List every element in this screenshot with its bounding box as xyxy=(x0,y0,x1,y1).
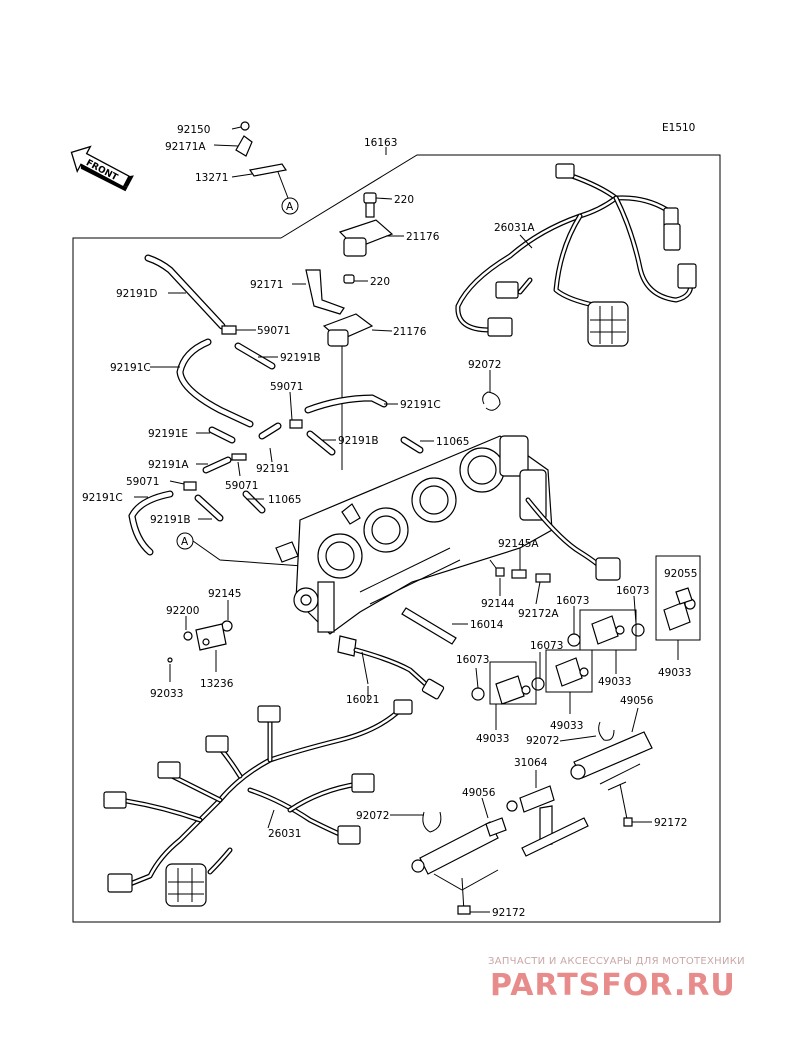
label-92191E: 92191E xyxy=(148,428,188,440)
tee-fittings xyxy=(183,325,303,491)
label-49033-c: 49033 xyxy=(550,720,583,732)
label-49033-a: 49033 xyxy=(658,667,691,679)
assembly-boundary xyxy=(72,154,721,923)
watermark-brand: PARTSFOR.RU xyxy=(490,968,736,1003)
label-26031: 26031 xyxy=(268,828,301,840)
label-92172A: 92172A xyxy=(518,608,559,620)
wire-harness-upper xyxy=(455,163,697,581)
label-16073-c: 16073 xyxy=(530,640,563,652)
label-220-lower: 220 xyxy=(370,276,390,288)
ref-marker-text: A xyxy=(286,201,294,213)
label-92191C-b: 92191C xyxy=(400,399,441,411)
label-16073-d: 16073 xyxy=(456,654,489,666)
label-220-upper: 220 xyxy=(394,194,414,206)
label-16073-a: 16073 xyxy=(556,595,589,607)
injector-cups xyxy=(471,555,701,730)
label-21176-lower: 21176 xyxy=(393,326,427,338)
label-92150: 92150 xyxy=(177,124,210,136)
label-49033-d: 49033 xyxy=(476,733,509,745)
bracket-group: A xyxy=(213,121,299,215)
label-59071-c: 59071 xyxy=(126,476,159,488)
throttle-body-assembly xyxy=(275,435,553,635)
front-arrow-icon: FRONT xyxy=(70,145,134,192)
label-49056-b: 49056 xyxy=(462,787,496,799)
label-16014: 16014 xyxy=(470,619,504,631)
label-92191B-a: 92191B xyxy=(280,352,321,364)
label-92191B-c: 92191B xyxy=(150,514,191,526)
label-92191A: 92191A xyxy=(148,459,189,471)
vacuum-hoses xyxy=(128,254,424,556)
injector-parts xyxy=(167,548,551,700)
label-92033: 92033 xyxy=(150,688,183,700)
label-92200: 92200 xyxy=(166,605,199,617)
label-16073-b: 16073 xyxy=(616,585,649,597)
label-49033-b: 49033 xyxy=(598,676,631,688)
diagram-code: E1510 xyxy=(662,122,695,134)
label-92145A: 92145A xyxy=(498,538,539,550)
label-92055: 92055 xyxy=(664,568,697,580)
watermark-tagline: ЗАПЧАСТИ И АКСЕССУАРЫ ДЛЯ МОТОТЕХНИКИ xyxy=(488,956,745,967)
label-92191: 92191 xyxy=(256,463,289,475)
label-92072-mid: 92072 xyxy=(526,735,559,747)
label-92145: 92145 xyxy=(208,588,241,600)
part-number-labels: 92150 92171A 13271 16163 220 21176 26031… xyxy=(82,124,697,919)
label-31064: 31064 xyxy=(514,757,548,769)
label-26031A: 26031A xyxy=(494,222,535,234)
label-11065-a: 11065 xyxy=(436,436,469,448)
label-16163: 16163 xyxy=(364,137,397,149)
label-92072-upper: 92072 xyxy=(468,359,501,371)
label-16021: 16021 xyxy=(346,694,379,706)
label-92171A: 92171A xyxy=(165,141,206,153)
label-92072-lower: 92072 xyxy=(356,810,389,822)
ref-marker-text: A xyxy=(181,536,189,548)
map-sensor-lower xyxy=(292,269,393,470)
label-92172-bottom: 92172 xyxy=(492,907,525,919)
map-sensor-upper xyxy=(338,192,404,257)
wire-harness-lower xyxy=(103,699,413,907)
leader-lines-left xyxy=(134,292,434,520)
label-21176-upper: 21176 xyxy=(406,231,440,243)
label-92171: 92171 xyxy=(250,279,283,291)
label-13271: 13271 xyxy=(195,172,228,184)
fuel-rail-assembly xyxy=(390,707,653,915)
label-59071-d: 59071 xyxy=(225,480,258,492)
label-59071-a: 59071 xyxy=(257,325,290,337)
label-11065-b: 11065 xyxy=(268,494,301,506)
label-92144: 92144 xyxy=(481,598,515,610)
watermark: ЗАПЧАСТИ И АКСЕССУАРЫ ДЛЯ МОТОТЕХНИКИ PA… xyxy=(488,956,745,1003)
label-92191C-a: 92191C xyxy=(110,362,151,374)
label-13236: 13236 xyxy=(200,678,234,690)
label-59071-b: 59071 xyxy=(270,381,303,393)
label-49056-a: 49056 xyxy=(620,695,654,707)
clamp-upper xyxy=(482,370,501,411)
label-92172-right: 92172 xyxy=(654,817,687,829)
label-92191C-c: 92191C xyxy=(82,492,123,504)
label-92191D: 92191D xyxy=(116,288,158,300)
ref-marker-a-top xyxy=(281,197,299,215)
label-92191B-b: 92191B xyxy=(338,435,379,447)
